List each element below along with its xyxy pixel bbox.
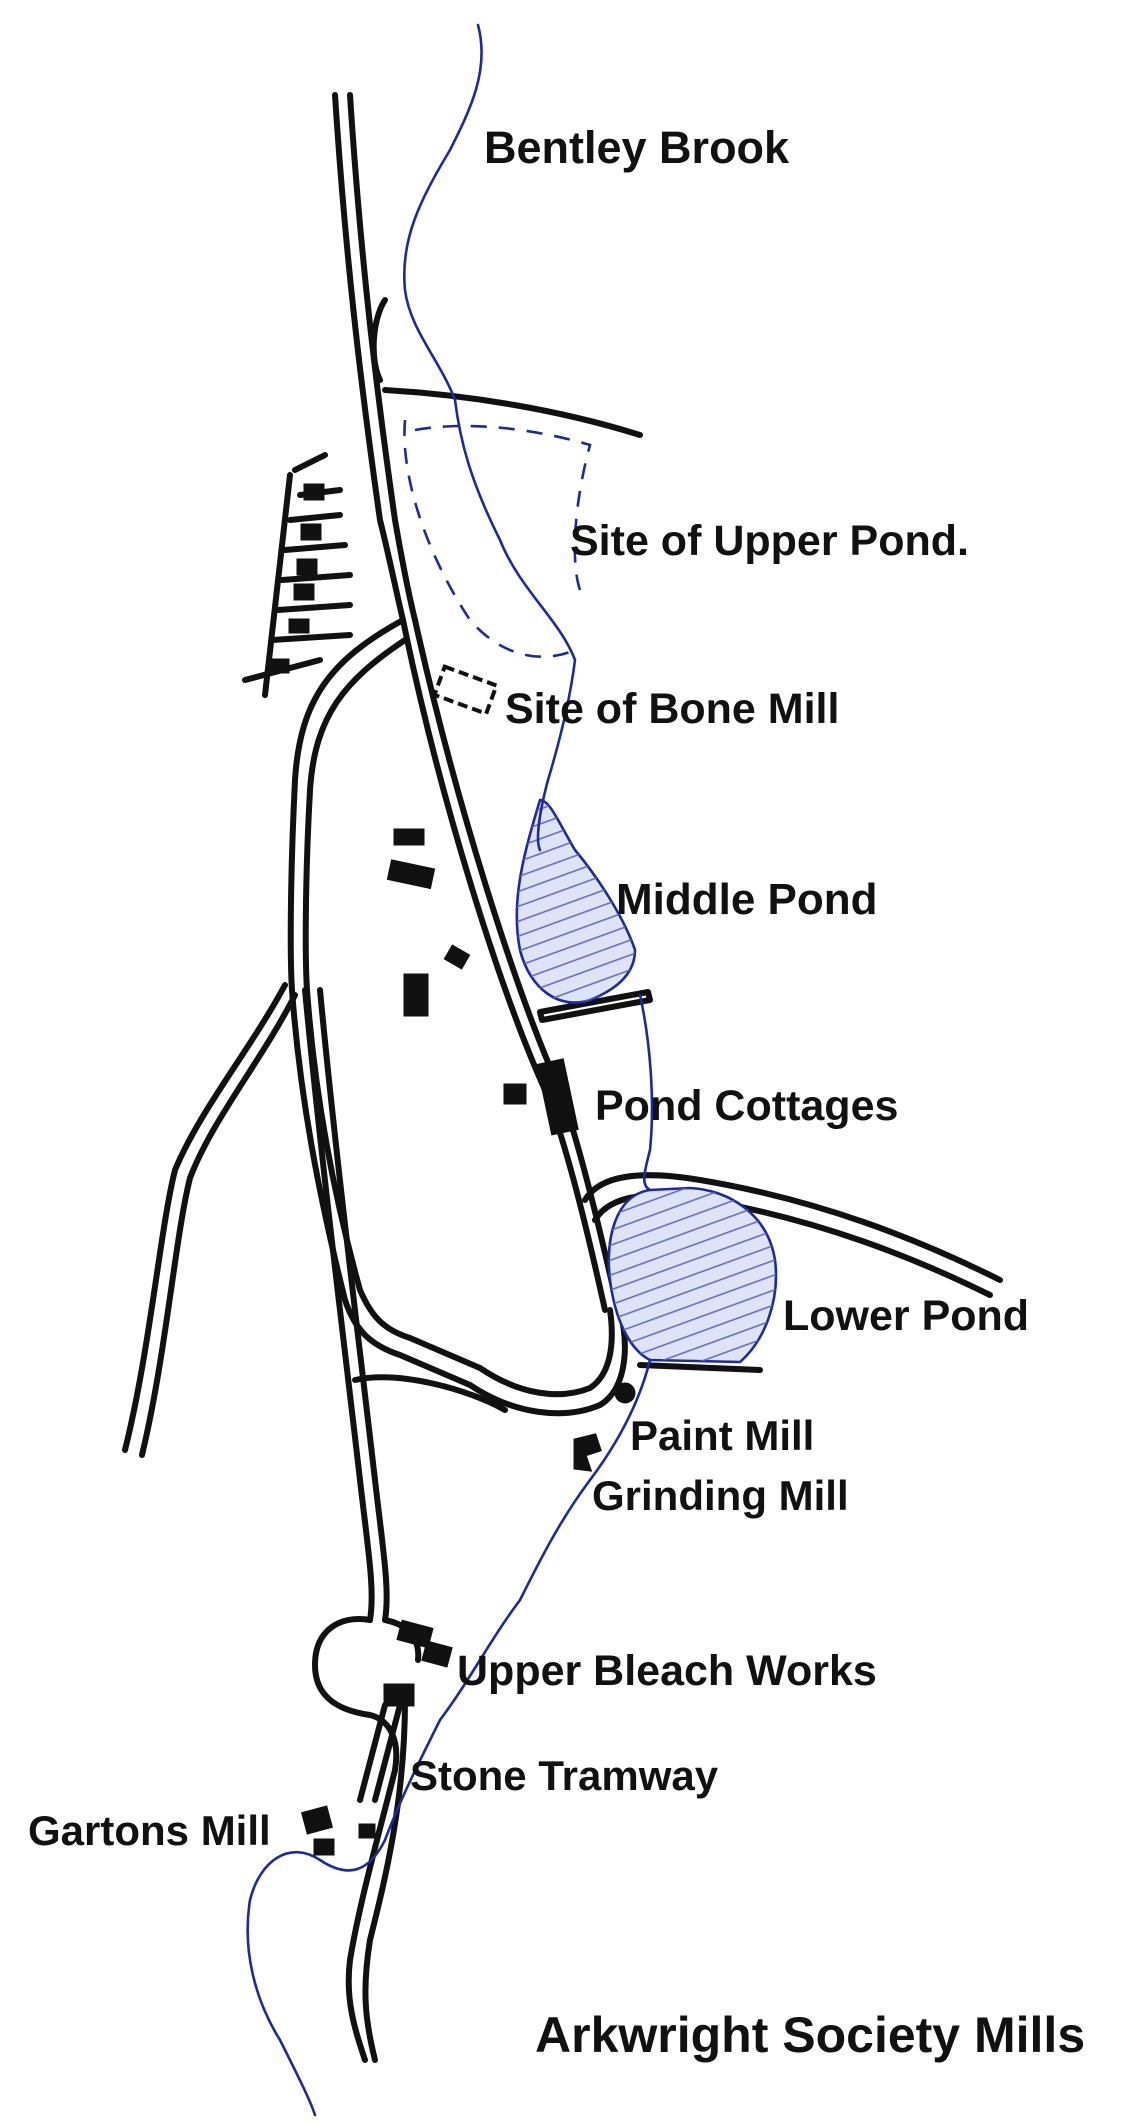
main-road-west-edge bbox=[332, 92, 406, 623]
bentley-brook bbox=[246, 23, 654, 2117]
lower-pond-hatching bbox=[608, 1188, 776, 1362]
label-paint-mill: Paint Mill bbox=[630, 1412, 815, 1459]
grinding-mill-building bbox=[573, 1433, 602, 1472]
loop-bottom-road-outer bbox=[467, 1307, 628, 1417]
buildings bbox=[300, 664, 636, 1856]
brook-line bbox=[246, 23, 654, 2117]
middle-pond-dam bbox=[537, 989, 653, 1023]
plot-hut bbox=[296, 558, 318, 576]
stone-tramway-track bbox=[357, 1702, 388, 1803]
east-field-road-inner bbox=[412, 617, 621, 1313]
map-title: Arkwright Society Mills bbox=[535, 2007, 1086, 2063]
pond-cottages-outbuilding bbox=[503, 1083, 527, 1105]
gartons-mill-building bbox=[313, 1838, 335, 1856]
field-building bbox=[443, 944, 471, 970]
field-building bbox=[403, 973, 429, 1017]
label-middle-pond: Middle Pond bbox=[616, 875, 878, 924]
plot-edge bbox=[262, 472, 293, 698]
north-branch-road bbox=[382, 387, 643, 438]
upper-pond-outline bbox=[403, 419, 576, 658]
plot-line bbox=[279, 572, 353, 583]
field-building bbox=[386, 859, 436, 890]
label-grinding-mill: Grinding Mill bbox=[592, 1472, 849, 1519]
lower-pond-dam bbox=[637, 1362, 763, 1373]
bleach-works-building bbox=[421, 1640, 453, 1668]
southern-road-west bbox=[345, 1767, 398, 2063]
bleach-works-building bbox=[383, 1683, 415, 1707]
label-gartons-mill: Gartons Mill bbox=[28, 1807, 271, 1854]
label-bentley-brook: Bentley Brook bbox=[484, 122, 790, 173]
bleach-works-building bbox=[396, 1619, 434, 1649]
label-stone-tramway: Stone Tramway bbox=[410, 1752, 719, 1799]
plot-hut bbox=[268, 658, 290, 674]
north-branch-road-top bbox=[370, 297, 388, 383]
middle-pond-hatching bbox=[516, 800, 635, 1003]
plot-line bbox=[287, 512, 343, 523]
label-upper-bleach-works: Upper Bleach Works bbox=[457, 1647, 877, 1695]
southwest-branch-road bbox=[122, 982, 288, 1453]
pond-cottages-building bbox=[536, 1058, 579, 1136]
west-loop-road bbox=[287, 617, 473, 1388]
label-lower-pond: Lower Pond bbox=[783, 1292, 1030, 1340]
bone-mill-site bbox=[431, 664, 500, 717]
upper-pond-outline-east bbox=[414, 424, 592, 591]
plot-line bbox=[269, 632, 353, 643]
plot-hut bbox=[303, 483, 325, 501]
ponds bbox=[403, 419, 778, 1364]
stone-tramway-track bbox=[372, 1702, 403, 1803]
label-bone-mill: Site of Bone Mill bbox=[505, 685, 840, 733]
south-road-west bbox=[302, 987, 375, 1623]
loop-bottom-road bbox=[477, 1307, 615, 1398]
southern-road-east bbox=[362, 1697, 408, 2063]
label-pond-cottages: Pond Cottages bbox=[595, 1082, 899, 1130]
plot-hut bbox=[293, 583, 315, 601]
gartons-mill-building bbox=[358, 1823, 376, 1839]
inner-cross-road bbox=[352, 1374, 508, 1413]
southwest-branch-road-inner bbox=[139, 992, 298, 1458]
plot-line bbox=[282, 542, 348, 553]
plot-hut bbox=[288, 618, 310, 634]
east-field-road bbox=[400, 617, 608, 1313]
south-road-east bbox=[317, 987, 390, 1623]
main-road-east-edge bbox=[347, 92, 418, 623]
east-lane bbox=[582, 1172, 1003, 1283]
plot-line bbox=[292, 452, 328, 473]
plot-line bbox=[275, 602, 353, 613]
roadside-plots bbox=[242, 452, 353, 698]
paint-mill-building bbox=[614, 1382, 636, 1404]
plot-hut bbox=[300, 523, 322, 541]
field-building bbox=[393, 828, 425, 846]
label-upper-pond: Site of Upper Pond. bbox=[570, 517, 969, 565]
gartons-mill-building bbox=[300, 1805, 334, 1835]
